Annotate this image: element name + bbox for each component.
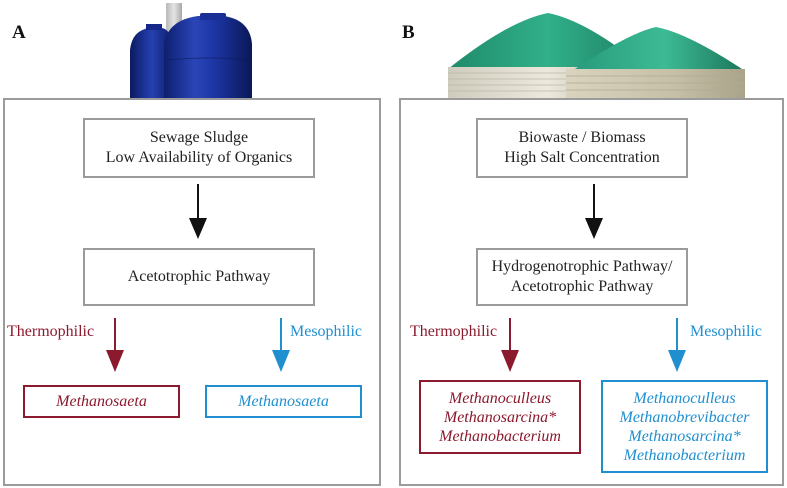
panel-a-mesophilic-arrow <box>272 318 290 372</box>
panel-b-mesophilic-arrow <box>668 318 686 372</box>
panel-b-down-arrow <box>585 184 603 239</box>
panel-a-frame <box>3 98 381 486</box>
panel-b-substrate-line2: High Salt Concentration <box>504 149 660 166</box>
panel-b-mesophilic-label: Mesophilic <box>690 323 762 340</box>
panel-a-substrate-line2: Low Availability of Organics <box>105 149 293 166</box>
panel-a-mesophilic-organisms-box: Methanosaeta <box>205 385 362 418</box>
panel-b-pathway-box: Hydrogenotrophic Pathway/ Acetotrophic P… <box>476 248 688 306</box>
panel-a-thermophilic-arrow <box>106 318 124 372</box>
organism-name: Methanosarcina* <box>443 408 557 426</box>
organism-name: Methanobacterium <box>439 427 561 445</box>
organism-name: Methanosaeta <box>238 393 329 410</box>
panel-a-thermophilic-organisms-box: Methanosaeta <box>23 385 180 418</box>
organism-name: Methanoculleus <box>633 389 736 407</box>
panel-b-thermophilic-arrow <box>501 318 519 372</box>
panel-a-pathway-line1: Acetotrophic Pathway <box>127 268 271 285</box>
panel-b-thermophilic-label: Thermophilic <box>410 323 498 340</box>
panel-a-down-arrow <box>189 184 207 239</box>
panel-b-pathway-line1: Hydrogenotrophic Pathway/ <box>491 258 673 275</box>
panel-b-pathway-line2: Acetotrophic Pathway <box>510 278 654 295</box>
panel-b-letter: B <box>402 22 415 43</box>
panel-b-thermophilic-organisms-box: Methanoculleus Methanosarcina* Methanoba… <box>419 380 581 454</box>
panel-b-substrate-line1: Biowaste / Biomass <box>518 129 646 146</box>
organism-name: Methanosarcina* <box>628 427 741 445</box>
panel-a-substrate-line1: Sewage Sludge <box>149 129 249 146</box>
organism-name: Methanoculleus <box>448 389 552 407</box>
panel-a-thermophilic-label: Thermophilic <box>7 323 95 340</box>
green-dome-biogas-tanks-image <box>448 13 745 98</box>
panel-a-mesophilic-label: Mesophilic <box>290 323 362 340</box>
organism-name: Methanobacterium <box>623 446 746 464</box>
organism-name: Methanobrevibacter <box>619 408 750 426</box>
panel-a-letter: A <box>12 22 26 43</box>
panel-b-mesophilic-organisms-box: Methanoculleus Methanobrevibacter Methan… <box>601 380 768 473</box>
blue-digester-tanks-image <box>130 3 252 98</box>
panel-a-substrate-box: Sewage Sludge Low Availability of Organi… <box>83 118 315 178</box>
organism-name: Methanosaeta <box>56 393 147 410</box>
panel-b-frame <box>399 98 784 486</box>
panel-a-pathway-box: Acetotrophic Pathway <box>83 248 315 306</box>
panel-b-substrate-box: Biowaste / Biomass High Salt Concentrati… <box>476 118 688 178</box>
